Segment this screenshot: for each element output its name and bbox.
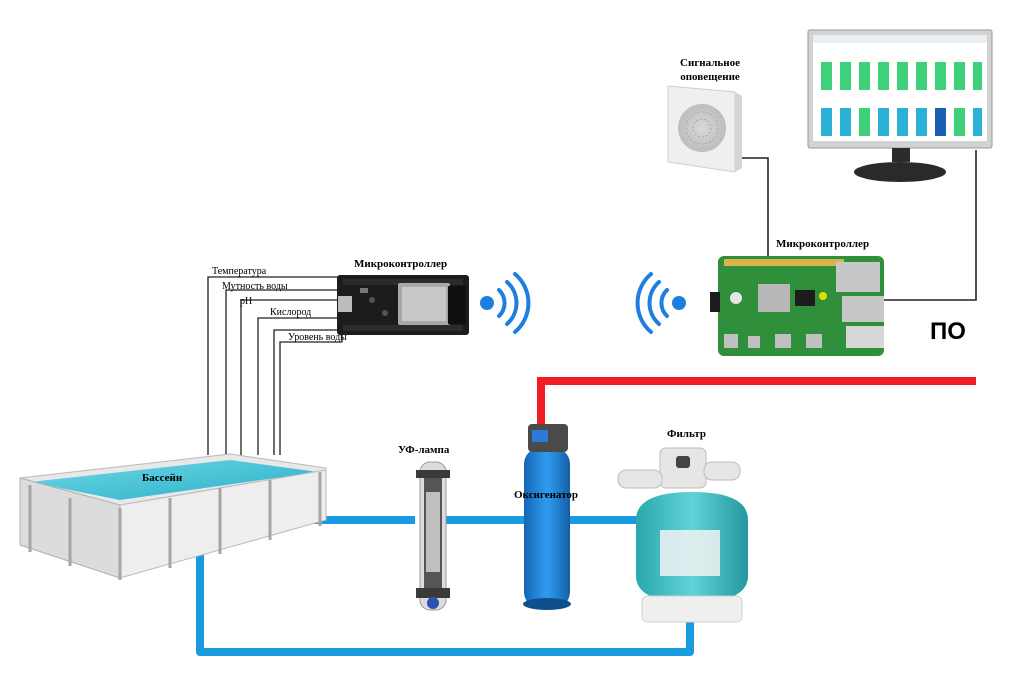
oxygenator-label: Оксигенатор xyxy=(514,489,579,501)
sensor-label-oxygen: Кислород xyxy=(270,307,312,318)
sensor-label-ph: pH xyxy=(240,296,253,307)
monitor xyxy=(807,29,993,182)
alarm-label: Сигнальное оповещение xyxy=(680,57,740,83)
sand-filter xyxy=(617,447,748,623)
uv-lamp xyxy=(416,461,450,611)
sensor-label-turbidity: Мутность воды xyxy=(222,281,288,292)
sensor-label-temperature: Температура xyxy=(212,266,267,277)
hot-return-pipe xyxy=(537,377,976,430)
pool xyxy=(19,453,327,580)
monitor-screen-bars xyxy=(821,62,982,136)
pool-label: Бассейн xyxy=(142,472,183,484)
sensor-label-water-level: Уровень воды xyxy=(288,332,347,343)
microcontroller-right-board xyxy=(710,256,884,356)
microcontroller-left-label: Микроконтроллер xyxy=(354,258,448,270)
microcontroller-left-board xyxy=(337,275,469,335)
alarm-speaker xyxy=(667,85,742,173)
water-pipe-loop xyxy=(196,516,694,656)
oxygenator xyxy=(523,424,571,610)
filter-label: Фильтр xyxy=(667,428,707,440)
device-wires xyxy=(738,150,977,301)
wifi-left-icon xyxy=(480,272,531,334)
software-label: ПО xyxy=(930,318,966,345)
sensor-wires xyxy=(207,276,343,455)
wifi-right-icon xyxy=(635,272,686,334)
uv-lamp-label: УФ-лампа xyxy=(398,444,450,456)
microcontroller-right-label: Микроконтроллер xyxy=(776,238,870,250)
